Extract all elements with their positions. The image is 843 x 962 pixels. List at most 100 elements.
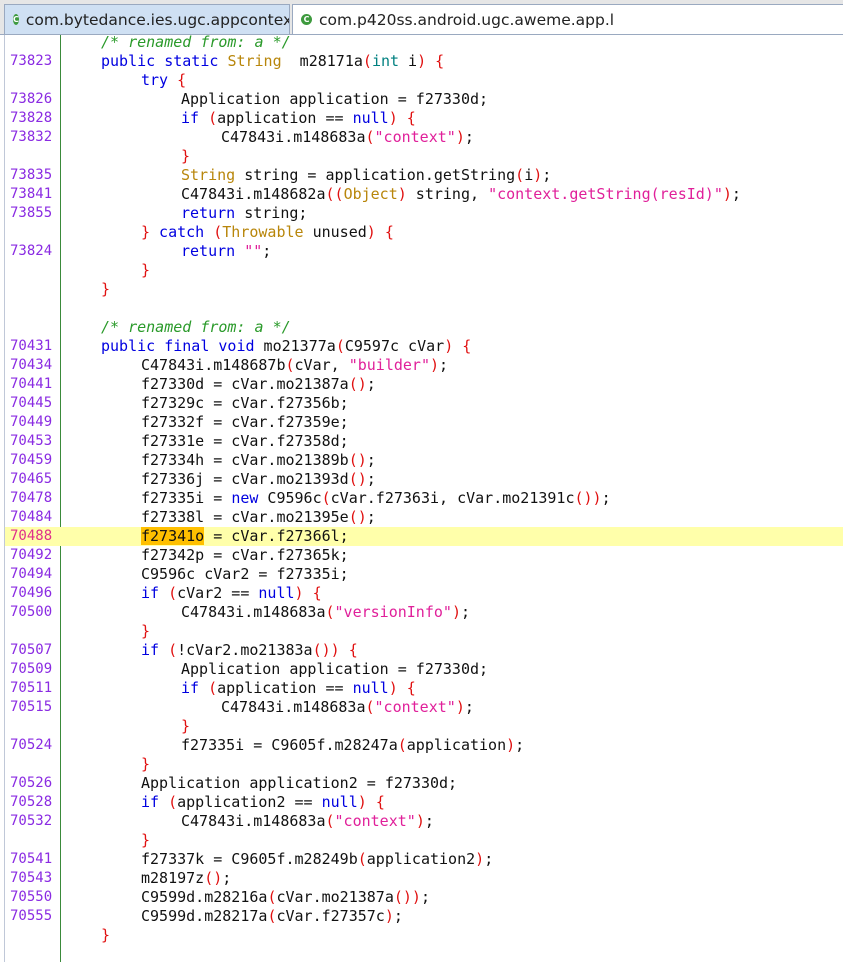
- code-token: f27335i = C9605f.m28247a: [181, 736, 398, 754]
- code-token: ;: [515, 736, 525, 754]
- code-line: /* renamed from: a */: [5, 33, 843, 52]
- punctuation: {: [406, 109, 416, 127]
- code-token: application2 ==: [177, 793, 322, 811]
- code-token: [340, 641, 349, 659]
- punctuation: (: [325, 812, 335, 830]
- code-line: }: [5, 755, 843, 774]
- code-token: mo21377a: [254, 337, 336, 355]
- line-number: 70541: [10, 851, 53, 867]
- punctuation: (: [168, 584, 178, 602]
- code-token: Application application = f27330d;: [181, 90, 489, 108]
- code-text: Application application2 = f27330d;: [61, 774, 457, 793]
- punctuation: }: [101, 926, 111, 944]
- line-number: 73828: [10, 110, 53, 126]
- code-token: unused: [303, 223, 367, 241]
- punctuation: ): [444, 337, 454, 355]
- punctuation: (: [208, 679, 218, 697]
- code-line: }: [5, 622, 843, 641]
- punctuation: ): [533, 166, 543, 184]
- code-line: 70526 Application application2 = f27330d;: [5, 774, 843, 793]
- code-text: C9596c cVar2 = f27335i;: [61, 565, 349, 584]
- line-number: 73841: [10, 186, 53, 202]
- code-token: ;: [731, 185, 741, 203]
- line-number-gutter: [5, 35, 61, 962]
- code-token: cVar.f27363i, cVar.mo21391c: [330, 489, 575, 507]
- keyword: if: [141, 793, 169, 811]
- line-number: 70484: [10, 509, 53, 525]
- punctuation: ): [417, 52, 427, 70]
- code-text: try {: [61, 71, 186, 90]
- code-text: }: [61, 831, 150, 850]
- code-text: return string;: [61, 204, 307, 223]
- code-text: f27331e = cVar.f27358d;: [61, 432, 349, 451]
- line-number: 73824: [10, 243, 53, 259]
- code-token: [376, 223, 385, 241]
- code-token: f27335i =: [141, 489, 232, 507]
- punctuation: }: [101, 280, 111, 298]
- code-text: if (application == null) {: [61, 109, 416, 128]
- keyword: new: [231, 489, 259, 507]
- code-token: = cVar.f27366l;: [204, 527, 349, 545]
- punctuation: (): [348, 470, 367, 488]
- code-token: C47843i.m148683a: [181, 812, 326, 830]
- code-token: application: [406, 736, 507, 754]
- code-token: cVar,: [294, 356, 349, 374]
- code-line: [5, 299, 843, 318]
- punctuation: {: [435, 52, 445, 70]
- keyword: public final void: [101, 337, 255, 355]
- code-line: }: [5, 147, 843, 166]
- code-token: C47843i.m148683a: [221, 128, 366, 146]
- code-text: if (cVar2 == null) {: [61, 584, 322, 603]
- punctuation: ): [397, 185, 407, 203]
- punctuation: ): [384, 907, 394, 925]
- code-token: ;: [464, 128, 474, 146]
- code-token: string,: [406, 185, 489, 203]
- tab-c9593b[interactable]: C com.bytedance.ies.ugc.appcontext.C9593…: [4, 4, 290, 34]
- code-text: f27335i = new C9596c(cVar.f27363i, cVar.…: [61, 489, 611, 508]
- punctuation: (): [348, 451, 367, 469]
- line-number: 70555: [10, 908, 53, 924]
- code-token: ;: [366, 508, 376, 526]
- tab-aweme-app[interactable]: C com.p420ss.android.ugc.aweme.app.l: [292, 4, 843, 34]
- highlighted-token[interactable]: f27341o: [141, 527, 205, 545]
- line-number: 70509: [10, 661, 53, 677]
- line-number: 70500: [10, 604, 53, 620]
- string-literal: "context": [374, 128, 456, 146]
- line-number: 70459: [10, 452, 53, 468]
- code-text: C47843i.m148683a("context");: [61, 812, 434, 831]
- line-number: 70526: [10, 775, 53, 791]
- line-number: 70507: [10, 642, 53, 658]
- line-number: 73855: [10, 205, 53, 221]
- punctuation: {: [312, 584, 322, 602]
- code-token: ;: [366, 451, 376, 469]
- code-token: application2: [366, 850, 476, 868]
- line-number: 73826: [10, 91, 53, 107]
- code-text: }: [61, 755, 150, 774]
- code-token: !cVar2.mo21383a: [177, 641, 313, 659]
- code-token: ;: [366, 375, 376, 393]
- line-number: 70434: [10, 357, 53, 373]
- code-token: ;: [464, 698, 474, 716]
- punctuation: (: [168, 641, 178, 659]
- line-number: 73823: [10, 53, 53, 69]
- code-token: C47843i.m148687b: [141, 356, 286, 374]
- line-number: 70543: [10, 870, 53, 886]
- type-name: String: [181, 166, 236, 184]
- punctuation: ()): [312, 641, 340, 659]
- code-token: [398, 109, 407, 127]
- punctuation: }: [141, 622, 151, 640]
- string-literal: "context.getString(resId)": [488, 185, 723, 203]
- code-text: /* renamed from: a */: [61, 318, 291, 337]
